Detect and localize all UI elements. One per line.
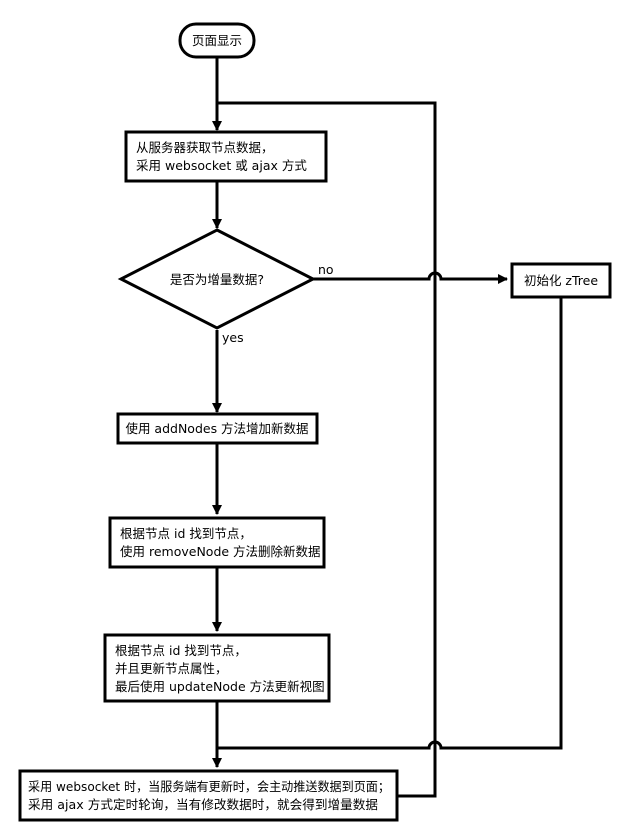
node-update: 根据节点 id 找到节点， 并且更新节点属性， 最后使用 updateNode … — [103, 633, 331, 703]
node-init-ztree: 初始化 zTree — [510, 262, 612, 299]
edge-push-loop-back — [217, 101, 437, 798]
node-update-line-1: 根据节点 id 找到节点， — [115, 643, 247, 658]
node-remove: 根据节点 id 找到节点， 使用 removeNode 方法删除新数据 — [108, 516, 326, 569]
node-push-line-2: 采用 ajax 方式定时轮询，当有修改数据时，就会得到增量数据 — [28, 797, 378, 812]
edge-decision-to-init — [313, 271, 508, 284]
edge-label-yes: yes — [222, 330, 244, 345]
node-fetch: 从服务器获取节点数据， 采用 websocket 或 ajax 方式 — [124, 130, 328, 183]
node-start: 页面显示 — [178, 22, 256, 59]
node-remove-line-2: 使用 removeNode 方法删除新数据 — [120, 544, 321, 559]
edge-init-to-merge — [217, 297, 563, 750]
node-fetch-line-1: 从服务器获取节点数据， — [136, 140, 274, 155]
node-fetch-line-2: 采用 websocket 或 ajax 方式 — [136, 158, 307, 173]
node-decision-label: 是否为增量数据? — [170, 272, 264, 287]
node-add: 使用 addNodes 方法增加新数据 — [116, 412, 319, 445]
node-init-label: 初始化 zTree — [524, 273, 598, 288]
node-add-label: 使用 addNodes 方法增加新数据 — [125, 421, 308, 436]
node-remove-line-1: 根据节点 id 找到节点， — [120, 526, 252, 541]
node-start-label: 页面显示 — [192, 33, 242, 48]
node-decision: 是否为增量数据? — [117, 228, 317, 330]
node-update-line-2: 并且更新节点属性， — [115, 661, 228, 676]
node-push: 采用 websocket 时，当服务端有更新时，会主动推送数据到页面； 采用 a… — [18, 769, 399, 822]
node-update-line-3: 最后使用 updateNode 方法更新视图 — [115, 679, 325, 694]
edge-label-no: no — [318, 262, 334, 277]
node-push-line-1: 采用 websocket 时，当服务端有更新时，会主动推送数据到页面； — [28, 779, 390, 794]
